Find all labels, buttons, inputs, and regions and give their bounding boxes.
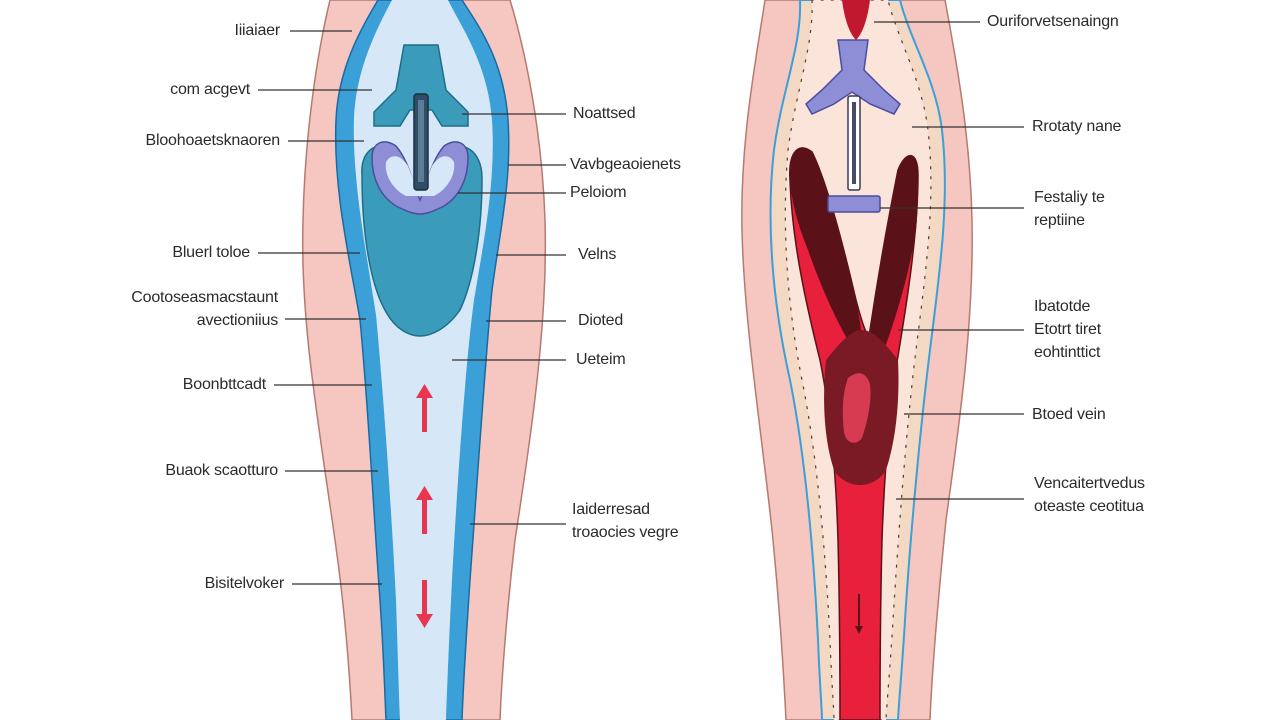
right-upper-valve [805,39,901,115]
label-mid-5: Dioted [578,312,624,329]
right-upper-clot [842,0,870,40]
flow-arrow-up [416,486,433,534]
label-left-2: com acgevt [170,81,250,98]
left-valve-inner [385,156,455,196]
right-valve-plate [827,195,881,213]
label-left-7: Buaok scaotturo [165,462,278,479]
flow-arrow-up [416,384,433,432]
left-valve-stem-highlight [418,100,424,182]
label-left-8: Bisitelvoker [204,575,285,592]
right-blood-dark-right [870,155,918,360]
label-mid-2: Vavbgeaoienets [570,156,681,173]
label-mid-3: Peloiom [570,184,627,201]
label-left-1: Iiiaiaer [234,22,280,39]
label-right-2: Rrotaty nane [1032,118,1122,135]
label-left-3: Bloohoaetsknaoren [145,132,281,149]
flow-arrow-down-right [855,594,863,634]
label-right-1: Ouriforvetsenaingn [987,13,1119,30]
label-mid-1: Noattsed [573,105,636,122]
label-mid-4: Velns [578,246,617,263]
label-left-4: Bluerl toloe [172,244,250,261]
label-mid-6: Ueteim [576,351,626,368]
left-upper-valve [373,44,469,127]
right-blood-dark-left [789,147,863,360]
right-blood-highlight [842,373,871,443]
flow-arrows [416,384,863,634]
flow-arrow-down [416,580,433,628]
right-limb [741,0,973,720]
label-left-6: Boonbttcadt [182,376,266,393]
leader-lines [258,21,1024,585]
right-valve-stem-core [852,102,856,184]
label-right-5: Btoed vein [1032,406,1106,423]
left-limb [301,0,547,720]
